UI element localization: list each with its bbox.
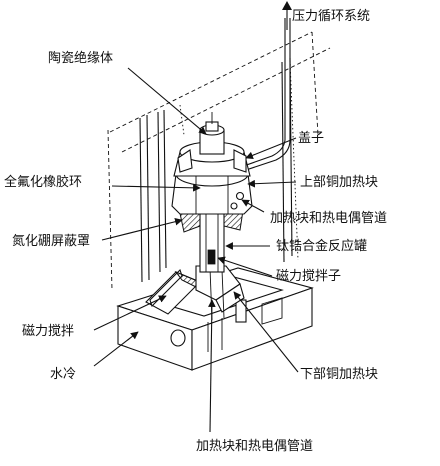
label-magnetic-stir-bar: 磁力搅拌子 [276, 268, 341, 284]
label-heater-thermocouple-lower: 加热块和热电偶管道 [196, 439, 313, 454]
label-viton-ring: 全氟化橡胶环 [4, 174, 82, 190]
pressure-tube [237, 18, 291, 173]
label-water-cooling: 水冷 [50, 367, 76, 382]
label-ceramic-insulator: 陶瓷绝缘体 [48, 50, 113, 66]
labels: 压力循环系统 陶瓷绝缘体 盖子 全氟化橡胶环 上部铜加热块 加热块和热电偶管道 … [4, 9, 387, 454]
label-lower-copper-heater: 下部铜加热块 [300, 367, 378, 382]
label-heater-thermocouple-upper: 加热块和热电偶管道 [270, 211, 387, 226]
label-ti-zr-reactor: 钛锆合金反应罐 [276, 238, 367, 254]
pressure-arrow [282, 1, 292, 30]
label-bn-shield: 氮化硼屏蔽罩 [12, 234, 90, 249]
label-pressure-cycle: 压力循环系统 [292, 9, 370, 24]
leader-lines [93, 67, 299, 433]
label-magnetic-stirrer: 磁力搅拌 [22, 323, 74, 339]
label-lid: 盖子 [298, 131, 324, 146]
label-upper-copper-heater: 上部铜加热块 [300, 175, 378, 190]
ceramic-insulator [199, 112, 225, 155]
support-rods [139, 57, 293, 283]
press-frame [107, 31, 331, 291]
